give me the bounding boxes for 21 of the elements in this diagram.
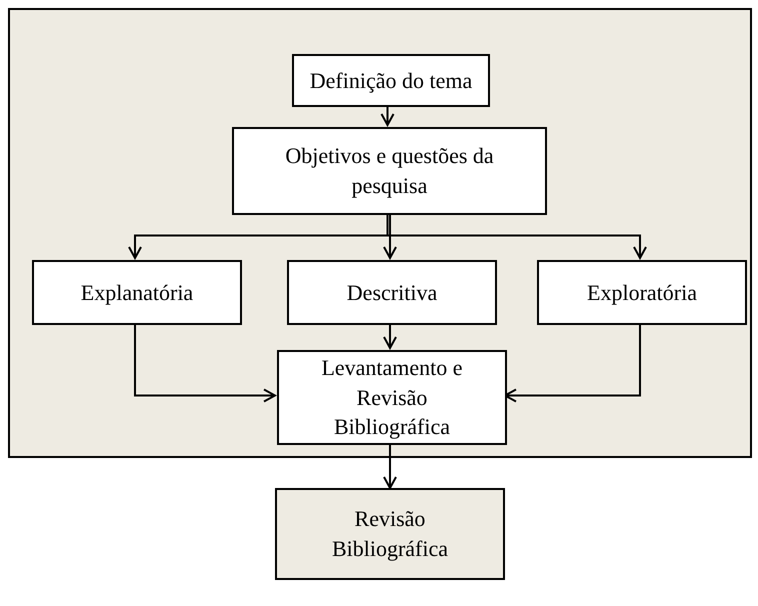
box-label: Explanatória [80, 278, 194, 307]
process-box [277, 350, 507, 445]
arrow [383, 323, 397, 349]
arrow [383, 443, 397, 489]
box-label: Revisão Bibliográfica [330, 505, 450, 563]
process-box [275, 488, 505, 580]
box-label: Levantamento e Revisão Bibliográfica [320, 354, 464, 442]
box-label: Objetivos e questões da pesquisa [284, 142, 495, 200]
panel-background [8, 8, 752, 458]
process-box [287, 260, 497, 325]
process-box [32, 260, 242, 325]
box-label: Exploratória [586, 278, 698, 307]
arrow [380, 105, 394, 126]
box-label: Definição do tema [308, 66, 474, 95]
arrow [504, 323, 641, 402]
arrow [383, 213, 397, 259]
arrow [134, 323, 276, 402]
process-box [292, 54, 490, 107]
process-box [232, 127, 547, 215]
box-label: Descritiva [346, 278, 438, 307]
process-box [537, 260, 747, 325]
